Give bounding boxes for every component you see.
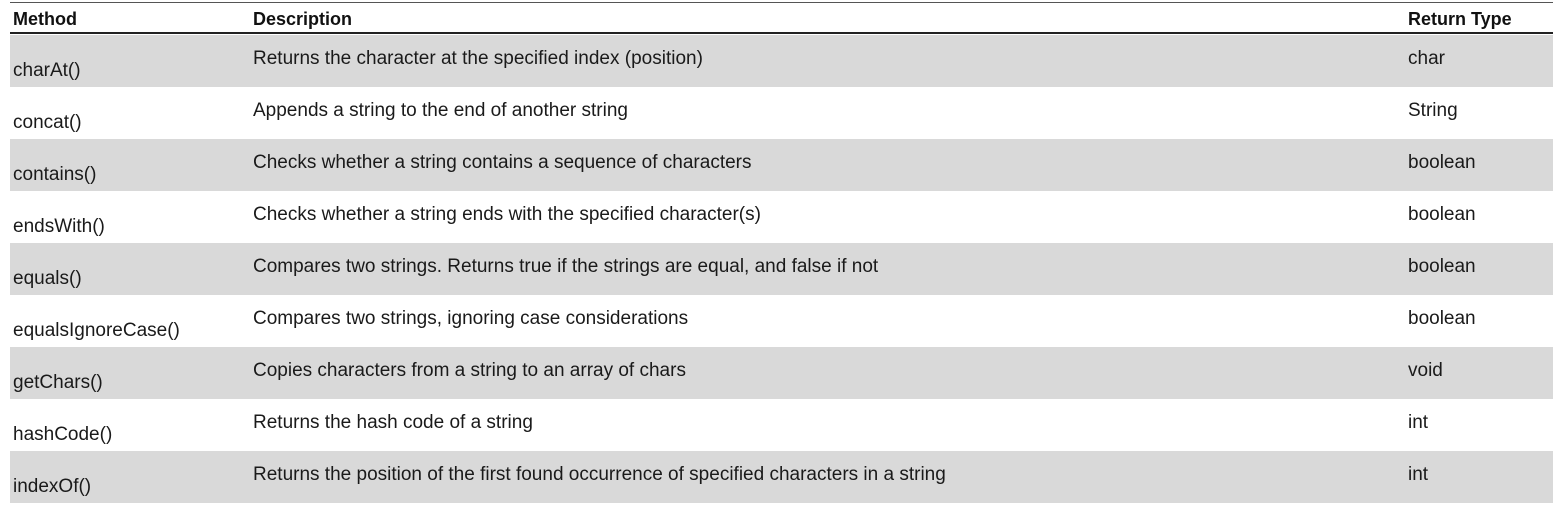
method-cell: getChars()	[13, 372, 103, 393]
method-cell: concat()	[13, 112, 82, 133]
description-cell: Checks whether a string ends with the sp…	[253, 204, 761, 225]
table-body: charAt() Returns the character at the sp…	[10, 35, 1553, 503]
header-return-type: Return Type	[1408, 9, 1512, 29]
table-row: charAt() Returns the character at the sp…	[10, 35, 1553, 87]
return-type-cell: String	[1408, 100, 1458, 121]
return-type-cell: char	[1408, 48, 1445, 69]
method-cell: charAt()	[13, 60, 81, 81]
table-header: Method Description Return Type	[10, 6, 1553, 34]
header-method: Method	[13, 9, 77, 29]
table-row: hashCode() Returns the hash code of a st…	[10, 399, 1553, 451]
description-cell: Returns the hash code of a string	[253, 412, 533, 433]
method-cell: equals()	[13, 268, 82, 289]
method-cell: equalsIgnoreCase()	[13, 320, 180, 341]
top-rule	[10, 2, 1553, 3]
method-cell: endsWith()	[13, 216, 105, 237]
return-type-cell: int	[1408, 464, 1429, 485]
header-description: Description	[253, 9, 353, 29]
table-row: indexOf() Returns the position of the fi…	[10, 451, 1553, 503]
description-cell: Appends a string to the end of another s…	[253, 100, 628, 121]
method-cell: indexOf()	[13, 476, 92, 497]
return-type-cell: int	[1408, 412, 1429, 433]
description-cell: Copies characters from a string to an ar…	[253, 360, 686, 381]
return-type-cell: boolean	[1408, 308, 1476, 329]
return-type-cell: boolean	[1408, 256, 1476, 277]
return-type-cell: boolean	[1408, 152, 1476, 173]
table-row: concat() Appends a string to the end of …	[10, 87, 1553, 139]
table-row: endsWith() Checks whether a string ends …	[10, 191, 1553, 243]
description-cell: Checks whether a string contains a seque…	[253, 152, 752, 173]
description-cell: Compares two strings, ignoring case cons…	[253, 308, 689, 329]
method-cell: contains()	[13, 164, 97, 185]
table-row: equalsIgnoreCase() Compares two strings,…	[10, 295, 1553, 347]
table-row: getChars() Copies characters from a stri…	[10, 347, 1553, 399]
description-cell: Returns the position of the first found …	[253, 464, 946, 485]
table-row: equals() Compares two strings. Returns t…	[10, 243, 1553, 295]
table-row: contains() Checks whether a string conta…	[10, 139, 1553, 191]
description-cell: Returns the character at the specified i…	[253, 48, 703, 69]
method-cell: hashCode()	[13, 424, 113, 445]
return-type-cell: void	[1408, 360, 1443, 381]
description-cell: Compares two strings. Returns true if th…	[253, 256, 879, 277]
return-type-cell: boolean	[1408, 204, 1476, 225]
